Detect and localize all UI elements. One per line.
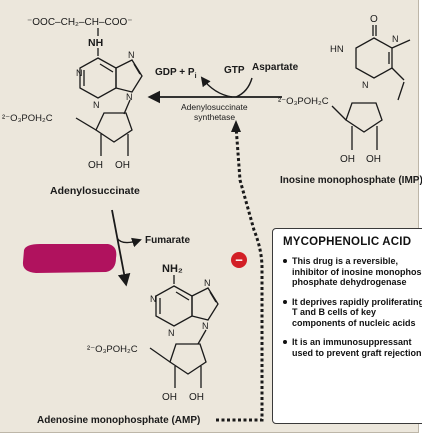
svg-text:N: N [76, 68, 83, 78]
aspartate-label: Aspartate [252, 62, 299, 73]
adenylosuccinate-oh-right: OH [115, 160, 130, 171]
adenylosuccinate-nh: NH [88, 37, 103, 49]
svg-text:N: N [93, 100, 100, 110]
info-bullet-1: This drug is a reversible, inhibitor of … [283, 256, 422, 288]
info-box-title: MYCOPHENOLIC ACID [283, 236, 412, 248]
info-bullet-3: It is an immunosuppressant used to preve… [283, 337, 422, 358]
amp-label: Adenosine monophosphate (AMP) [37, 415, 200, 426]
svg-text:N: N [150, 294, 157, 304]
inhibition-sign: − [231, 252, 247, 268]
svg-text:N: N [204, 278, 211, 288]
synthetase-reaction-arrow [147, 76, 282, 104]
adenylosuccinate-structure: ⁻OOC–CH₂–CH–COO⁻ NH N N N N ²⁻O₃POH₂C OH… [2, 17, 143, 171]
imp-hn: HN [330, 44, 344, 55]
svg-text:N: N [168, 328, 175, 338]
svg-text:N: N [392, 34, 399, 44]
amp-phosphate: ²⁻O₃POH₂C [87, 344, 138, 355]
svg-text:N: N [128, 50, 135, 60]
imp-label: Inosine monophosphate (IMP) [280, 175, 422, 186]
adenylosuccinate-label: Adenylosuccinate [50, 185, 140, 197]
imp-oh-right: OH [366, 154, 381, 165]
gtp-label: GTP [224, 65, 245, 76]
svg-text:−: − [235, 253, 243, 268]
enzyme-name-line2: synthetase [194, 112, 235, 122]
mycophenolic-acid-info-box: MYCOPHENOLIC ACID This drug is a reversi… [272, 228, 422, 424]
gdp-pi-label: GDP + Pi [155, 67, 197, 80]
adenylosuccinate-side-chain: ⁻OOC–CH₂–CH–COO⁻ [27, 17, 133, 28]
adenylosuccinate-phosphate: ²⁻O₃POH₂C [2, 113, 53, 124]
adenylosuccinate-oh-left: OH [88, 160, 103, 171]
imp-phosphate: ²⁻O₃POH₂C [278, 96, 329, 107]
amp-structure: NH₂ N N N N ²⁻O₃POH₂C OH OH [87, 263, 219, 403]
info-bullet-2: It deprives rapidly proliferating T and … [283, 297, 422, 329]
fumarate-branch [111, 209, 142, 287]
fumarate-label: Fumarate [145, 235, 190, 246]
svg-text:N: N [362, 80, 369, 90]
amp-oh-left: OH [162, 392, 177, 403]
svg-text:N: N [126, 92, 133, 102]
feedback-inhibition-path [216, 120, 264, 422]
imp-oh-left: OH [340, 154, 355, 165]
imp-structure: O HN N N ²⁻O₃POH₂C OH OH [278, 14, 411, 165]
amp-oh-right: OH [189, 392, 204, 403]
imp-oxygen: O [370, 14, 378, 25]
amp-nh2: NH₂ [162, 263, 183, 275]
redaction-blob [22, 244, 117, 273]
enzyme-name-line1: Adenylosuccinate [181, 102, 248, 112]
svg-text:N: N [202, 321, 209, 331]
